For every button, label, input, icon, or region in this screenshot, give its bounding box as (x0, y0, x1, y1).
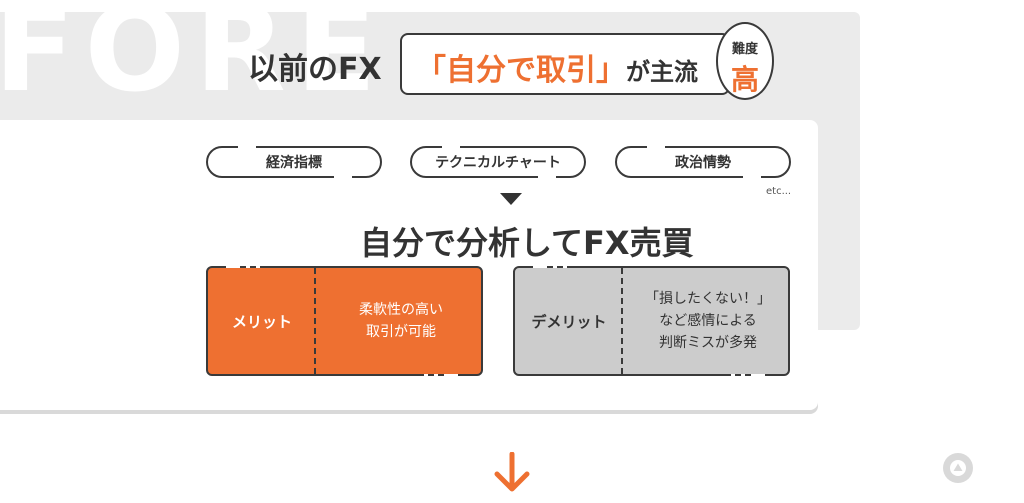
triangle-down-icon (500, 193, 522, 205)
arrow-down-icon (494, 452, 530, 492)
factor-pill-politics: 政治情勢 (615, 146, 791, 178)
factor-label: テクニカルチャート (435, 155, 561, 171)
demerit-line: 判断ミスが多発 (659, 335, 757, 351)
demerit-description: 「損したくない！」 など感情による 判断ミスが多発 (633, 268, 783, 374)
decor-marks (533, 265, 567, 268)
headline-box: 「自分で取引」が主流 (400, 33, 730, 95)
difficulty-badge: 難度 高 (716, 22, 774, 100)
factor-label: 経済指標 (266, 155, 322, 171)
factor-label: 政治情勢 (675, 155, 731, 171)
decor-marks (731, 374, 765, 377)
headline-prefix: 以前のFX (248, 52, 382, 87)
factor-pill-economic-indicators: 経済指標 (206, 146, 382, 178)
merit-line: 柔軟性の高い (359, 302, 443, 318)
difficulty-value: 高 (730, 63, 759, 96)
demerit-box: デメリット 「損したくない！」 など感情による 判断ミスが多発 (513, 266, 790, 376)
merit-box: メリット 柔軟性の高い 取引が可能 (206, 266, 483, 376)
decor-marks (424, 374, 458, 377)
back-to-top-button[interactable] (943, 453, 973, 483)
dashed-divider (314, 268, 316, 374)
factors-more-text: etc... (766, 186, 792, 197)
decor-marks (226, 265, 260, 268)
difficulty-label: 難度 (731, 42, 758, 57)
factor-pill-technical-chart: テクニカルチャート (410, 146, 586, 178)
merit-description: 柔軟性の高い 取引が可能 (326, 268, 476, 374)
background-word: FORE (0, 0, 387, 118)
headline-suffix: が主流 (626, 58, 698, 86)
triangle-up-icon (950, 460, 966, 476)
demerit-label: デメリット (531, 312, 607, 331)
demerit-line: 「損したくない！」 (645, 291, 771, 307)
merit-line: 取引が可能 (366, 324, 436, 340)
dashed-divider (621, 268, 623, 374)
subheading: 自分で分析してFX売買 (360, 224, 694, 262)
demerit-line: など感情による (659, 313, 757, 329)
headline-highlight: 「自分で取引」 (416, 53, 626, 88)
merit-label: メリット (231, 312, 292, 331)
